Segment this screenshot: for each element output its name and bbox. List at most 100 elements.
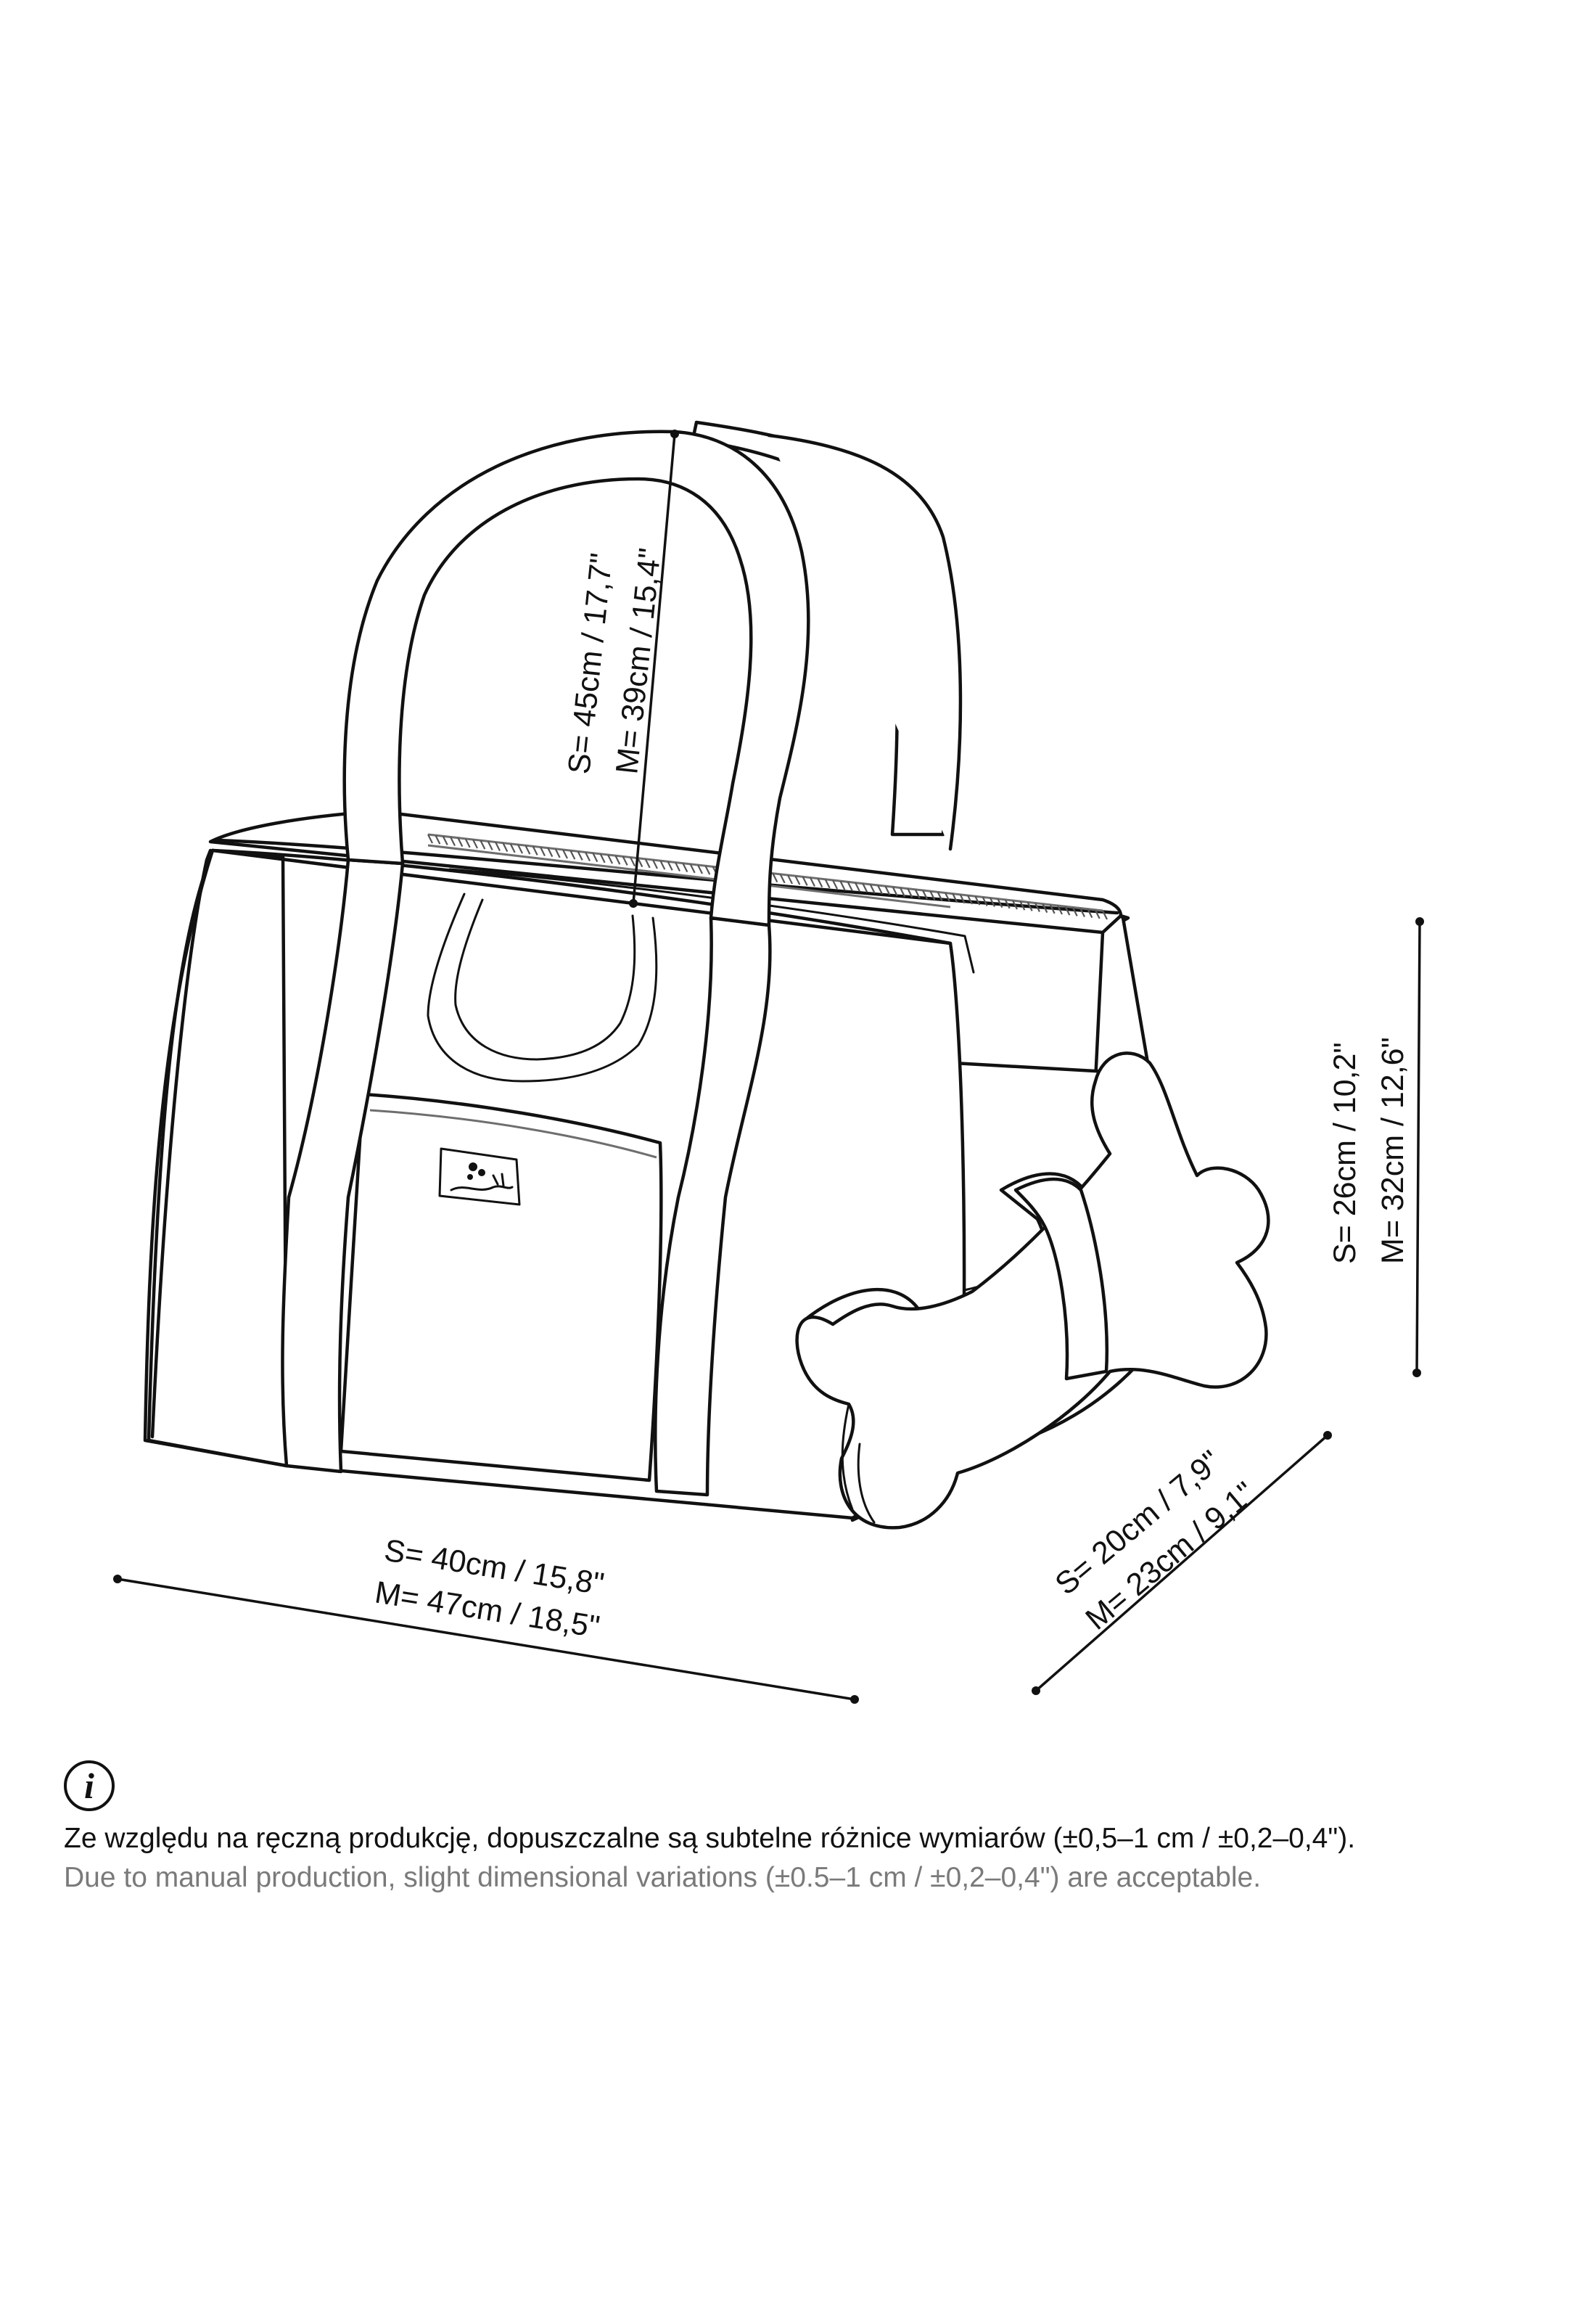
zipper-tooth xyxy=(824,879,831,889)
zipper-tooth xyxy=(817,878,823,888)
zipper-tooth xyxy=(1034,903,1040,912)
zipper-tooth xyxy=(997,898,1003,908)
zipper-tooth xyxy=(652,859,658,869)
back-handle xyxy=(691,420,963,851)
zipper-tooth xyxy=(682,863,688,873)
zipper-tooth xyxy=(562,849,568,859)
zipper-tooth xyxy=(517,844,523,854)
handle-dimension-line xyxy=(632,433,676,904)
zipper-tooth xyxy=(427,834,433,844)
zipper-tooth xyxy=(487,840,493,850)
zipper-tooth xyxy=(810,877,815,887)
tolerance-note-english: Due to manual production, slight dimensi… xyxy=(64,1862,1262,1893)
zipper-tooth xyxy=(959,894,966,904)
height-dimension-line xyxy=(1415,921,1421,1374)
zipper-tooth xyxy=(839,880,846,890)
zipper-tooth xyxy=(922,890,928,900)
height-dimension-endpoint xyxy=(1415,917,1424,926)
zipper-tooth xyxy=(697,864,703,874)
zipper-tooth xyxy=(982,896,988,906)
zipper-tooth xyxy=(659,860,666,870)
handle-dimension-medium-label: M= 39cm / 15,4" xyxy=(609,546,667,776)
zipper-tooth xyxy=(1027,901,1033,911)
info-icon: i xyxy=(64,1760,115,1811)
height-dimension-small-label: S= 26cm / 10,2" xyxy=(1328,1042,1362,1264)
zipper-tooth xyxy=(802,876,808,886)
zipper-tooth xyxy=(540,847,546,856)
zipper-tooth xyxy=(614,855,621,865)
front-handle xyxy=(281,430,810,1497)
zipper-tooth xyxy=(667,861,673,871)
zipper-tooth xyxy=(704,865,711,875)
zipper-tooth xyxy=(442,835,448,845)
zipper-tooth xyxy=(480,840,486,850)
zipper-tooth xyxy=(607,854,613,864)
zipper-tooth xyxy=(1102,910,1108,920)
zipper-tooth xyxy=(509,843,516,853)
zipper-tooth xyxy=(644,858,651,869)
zipper-tooth xyxy=(630,857,635,866)
zipper-tooth xyxy=(1071,906,1078,916)
depth-dimension: S= 20cm / 7,9" M= 23cm / 9,1" xyxy=(1032,1431,1332,1695)
handle-dimension-endpoint xyxy=(670,430,679,438)
zipper-tooth xyxy=(1079,908,1085,917)
zipper-tooth xyxy=(495,842,501,851)
zipper-tooth xyxy=(525,845,531,855)
zipper-tooth xyxy=(547,848,554,858)
zipper-tooth xyxy=(1042,903,1048,914)
width-dimension: S= 40cm / 15,8" M= 47cm / 18,5" xyxy=(113,1533,859,1704)
zipper-tooth xyxy=(532,845,538,856)
zipper-tooth xyxy=(502,842,509,853)
height-dimension-medium-label: M= 32cm / 12,6" xyxy=(1375,1037,1410,1264)
width-dimension-endpoint xyxy=(113,1575,122,1583)
width-dimension-endpoint xyxy=(850,1695,859,1704)
zipper-tooth xyxy=(622,856,628,866)
zipper-tooth xyxy=(914,889,921,899)
depth-dimension-endpoint xyxy=(1032,1686,1040,1695)
zipper-tooth xyxy=(884,885,891,895)
zipper-tooth xyxy=(689,863,696,874)
zipper-tooth xyxy=(450,837,456,846)
zipper-tooth xyxy=(464,838,471,848)
zipper-tooth xyxy=(832,879,838,890)
zipper-tooth xyxy=(1064,906,1071,916)
brand-label xyxy=(438,1147,521,1206)
zipper-tooth xyxy=(862,883,868,893)
zipper-tooth xyxy=(1049,904,1056,914)
zipper-tooth xyxy=(869,884,876,894)
zipper-tooth xyxy=(599,853,606,863)
zipper-tooth xyxy=(974,895,981,906)
zipper-tooth xyxy=(929,890,936,901)
zipper-tooth xyxy=(569,850,576,860)
zipper-tooth xyxy=(585,852,591,861)
zipper-tooth xyxy=(554,848,561,858)
width-dimension-line xyxy=(117,1578,855,1701)
zipper-tooth xyxy=(1087,908,1093,919)
height-dimension: S= 26cm / 10,2" M= 32cm / 12,6" xyxy=(1328,917,1424,1377)
zipper-tooth xyxy=(794,875,801,885)
zipper-tooth xyxy=(877,885,883,895)
zipper-tooth xyxy=(1019,901,1026,911)
zipper-tooth xyxy=(472,839,478,849)
front-pocket xyxy=(339,1092,663,1482)
zipper-tooth xyxy=(952,893,958,903)
zipper-tooth xyxy=(892,886,898,896)
zipper-tooth xyxy=(990,898,995,907)
height-dimension-endpoint xyxy=(1412,1369,1421,1377)
tolerance-note-polish: Ze względu na ręczną produkcję, dopuszcz… xyxy=(64,1823,1356,1854)
zipper-tooth xyxy=(967,895,973,905)
handle-dimension-small-label: S= 45cm / 17,7" xyxy=(562,551,620,776)
zipper-tooth xyxy=(1012,900,1018,910)
handle-dimension-endpoint xyxy=(629,899,638,908)
zipper-tooth xyxy=(907,888,913,898)
zipper-tooth xyxy=(675,862,680,871)
zipper-tooth xyxy=(592,853,598,863)
zipper-tooth xyxy=(779,874,786,884)
bone-toy xyxy=(795,1051,1270,1530)
zipper-tooth xyxy=(1094,909,1101,919)
zipper-tooth xyxy=(435,834,441,845)
zipper-tooth xyxy=(937,891,943,901)
zipper-tooth xyxy=(900,887,905,897)
zipper-tooth xyxy=(787,874,793,885)
